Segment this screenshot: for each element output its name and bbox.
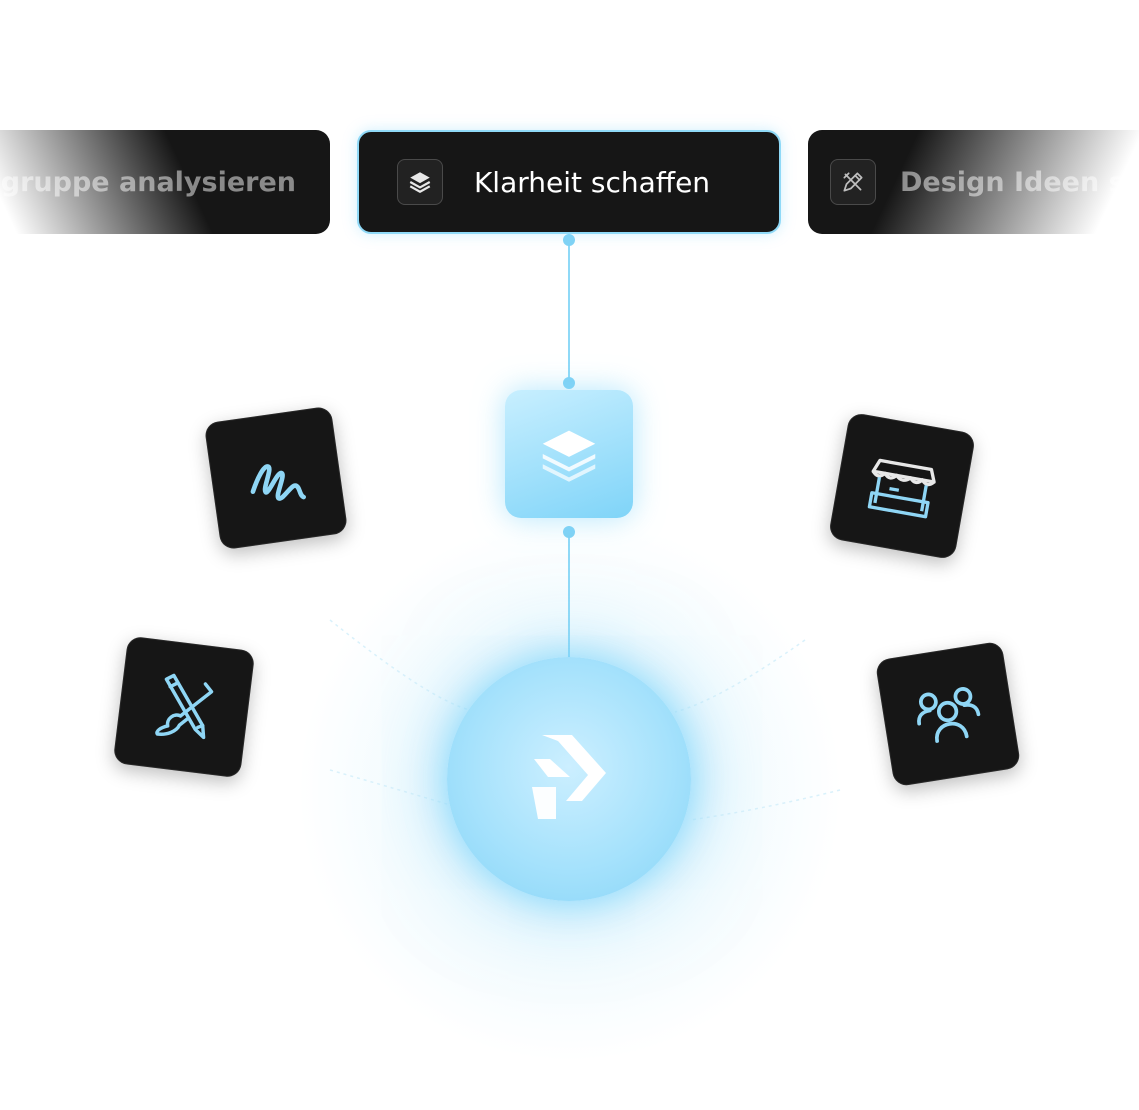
brand-logo-icon <box>532 735 606 819</box>
step-card-target-group[interactable]: gruppe analysieren <box>0 130 330 234</box>
center-layers-tile <box>505 390 633 518</box>
connector-line-top <box>568 240 570 383</box>
tile-market-stall[interactable] <box>827 411 977 561</box>
users-group-icon <box>917 687 981 743</box>
layers-icon <box>397 159 443 205</box>
scribble-icon <box>250 464 306 501</box>
step-label: gruppe analysieren <box>0 166 296 198</box>
connector-arcs <box>329 619 841 821</box>
step-label: Design Ideen s <box>900 166 1125 198</box>
tile-users-group[interactable] <box>874 640 1022 788</box>
market-stall-icon <box>867 458 936 519</box>
brand-orb <box>447 657 691 901</box>
tile-brush-pencil[interactable] <box>112 635 256 779</box>
step-card-clarity[interactable]: Klarheit schaffen <box>357 130 781 234</box>
connector-dot <box>563 377 575 389</box>
tile-scribble[interactable] <box>203 405 349 551</box>
step-label: Klarheit schaffen <box>473 165 711 199</box>
connector-dot <box>563 234 575 246</box>
brush-pencil-icon <box>155 673 214 740</box>
step-card-design-ideas[interactable]: Design Ideen s <box>808 130 1139 234</box>
connector-line-bottom <box>568 532 570 662</box>
pencil-ruler-icon <box>830 159 876 205</box>
connector-dot <box>563 526 575 538</box>
layers-icon <box>542 430 596 482</box>
